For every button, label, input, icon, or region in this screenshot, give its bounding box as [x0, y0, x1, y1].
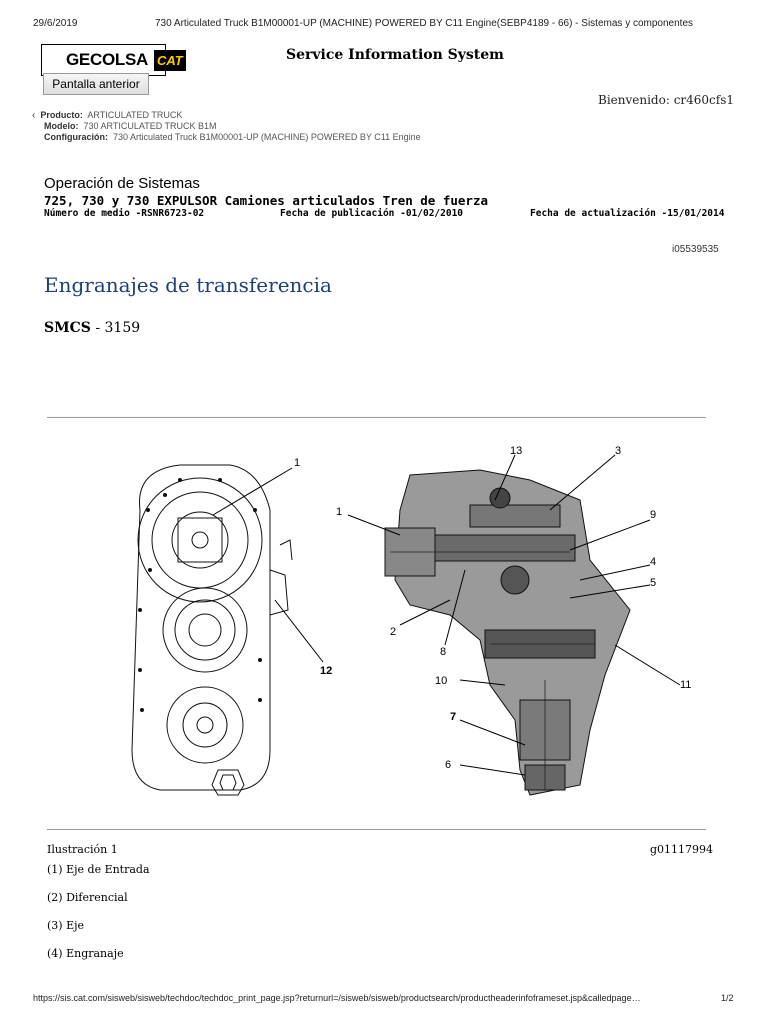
callout-5: 5	[650, 577, 656, 589]
divider-bottom	[47, 829, 706, 830]
callout-6: 6	[445, 759, 451, 771]
cat-logo-mark: CAT	[153, 49, 186, 71]
model-label: Modelo:	[44, 121, 79, 131]
update-date: Fecha de actualización -15/01/2014	[530, 208, 725, 219]
footer-url: https://sis.cat.com/sisweb/sisweb/techdo…	[33, 993, 641, 1003]
legend-item: (2) Diferencial	[47, 891, 128, 904]
print-date: 29/6/2019	[33, 18, 78, 29]
callout-3: 3	[615, 445, 621, 457]
figure-caption: Ilustración 1	[47, 843, 118, 856]
callout-7: 7	[450, 711, 456, 723]
product-label: Producto:	[40, 110, 83, 120]
transfer-gear-cross-section-illustration: 13 3 1 9 4 5 2 8 10 11 7 6	[336, 445, 691, 796]
system-title: Service Information System	[286, 47, 504, 63]
document-id: i05539535	[672, 244, 719, 255]
callout-8: 8	[440, 646, 446, 658]
callout-1-left: 1	[294, 457, 300, 469]
product-info: ‹ Producto: ARTICULATED TRUCK Modelo: 730…	[32, 110, 424, 143]
callout-4: 4	[650, 556, 656, 568]
config-label: Configuración:	[44, 132, 108, 142]
callout-2: 2	[390, 626, 396, 638]
config-value: 730 Articulated Truck B1M00001-UP (MACHI…	[113, 132, 421, 142]
welcome-text: Bienvenido: cr460cfs1	[598, 93, 735, 107]
callout-13: 13	[510, 445, 522, 457]
transfer-gear-external-illustration: 1 12	[131, 457, 332, 796]
logo-brand: GECOLSA	[66, 50, 148, 69]
collapse-arrow-icon[interactable]: ‹	[32, 110, 36, 121]
model-value: 730 ARTICULATED TRUCK B1M	[83, 121, 217, 131]
section-title: Operación de Sistemas	[44, 175, 200, 192]
footer-page-number: 1/2	[721, 993, 734, 1003]
legend-item: (1) Eje de Entrada	[47, 863, 150, 876]
smcs-value: - 3159	[90, 320, 141, 336]
media-number: Número de medio -RSNR6723-02	[44, 208, 205, 219]
previous-screen-button[interactable]: Pantalla anterior	[43, 73, 149, 95]
callout-1-right: 1	[336, 506, 342, 518]
legend-item: (4) Engranaje	[47, 947, 124, 960]
publication-date: Fecha de publicación -01/02/2010	[280, 208, 464, 219]
gecolsa-cat-logo[interactable]: GECOLSA CAT	[41, 44, 186, 76]
callout-12: 12	[320, 665, 332, 677]
product-value: ARTICULATED TRUCK	[87, 110, 183, 120]
divider-top	[47, 417, 706, 418]
smcs-code: SMCS - 3159	[44, 320, 140, 336]
callout-11: 11	[680, 679, 691, 691]
legend-item: (3) Eje	[47, 919, 85, 932]
callout-10: 10	[435, 675, 447, 687]
print-header-title: 730 Articulated Truck B1M00001-UP (MACHI…	[155, 18, 694, 29]
callout-9: 9	[650, 509, 656, 521]
figure-code: g01117994	[650, 843, 714, 856]
smcs-label: SMCS	[44, 320, 91, 336]
section-subtitle: 725, 730 y 730 EXPULSOR Camiones articul…	[44, 193, 489, 208]
page-heading: Engranajes de transferencia	[44, 273, 332, 297]
